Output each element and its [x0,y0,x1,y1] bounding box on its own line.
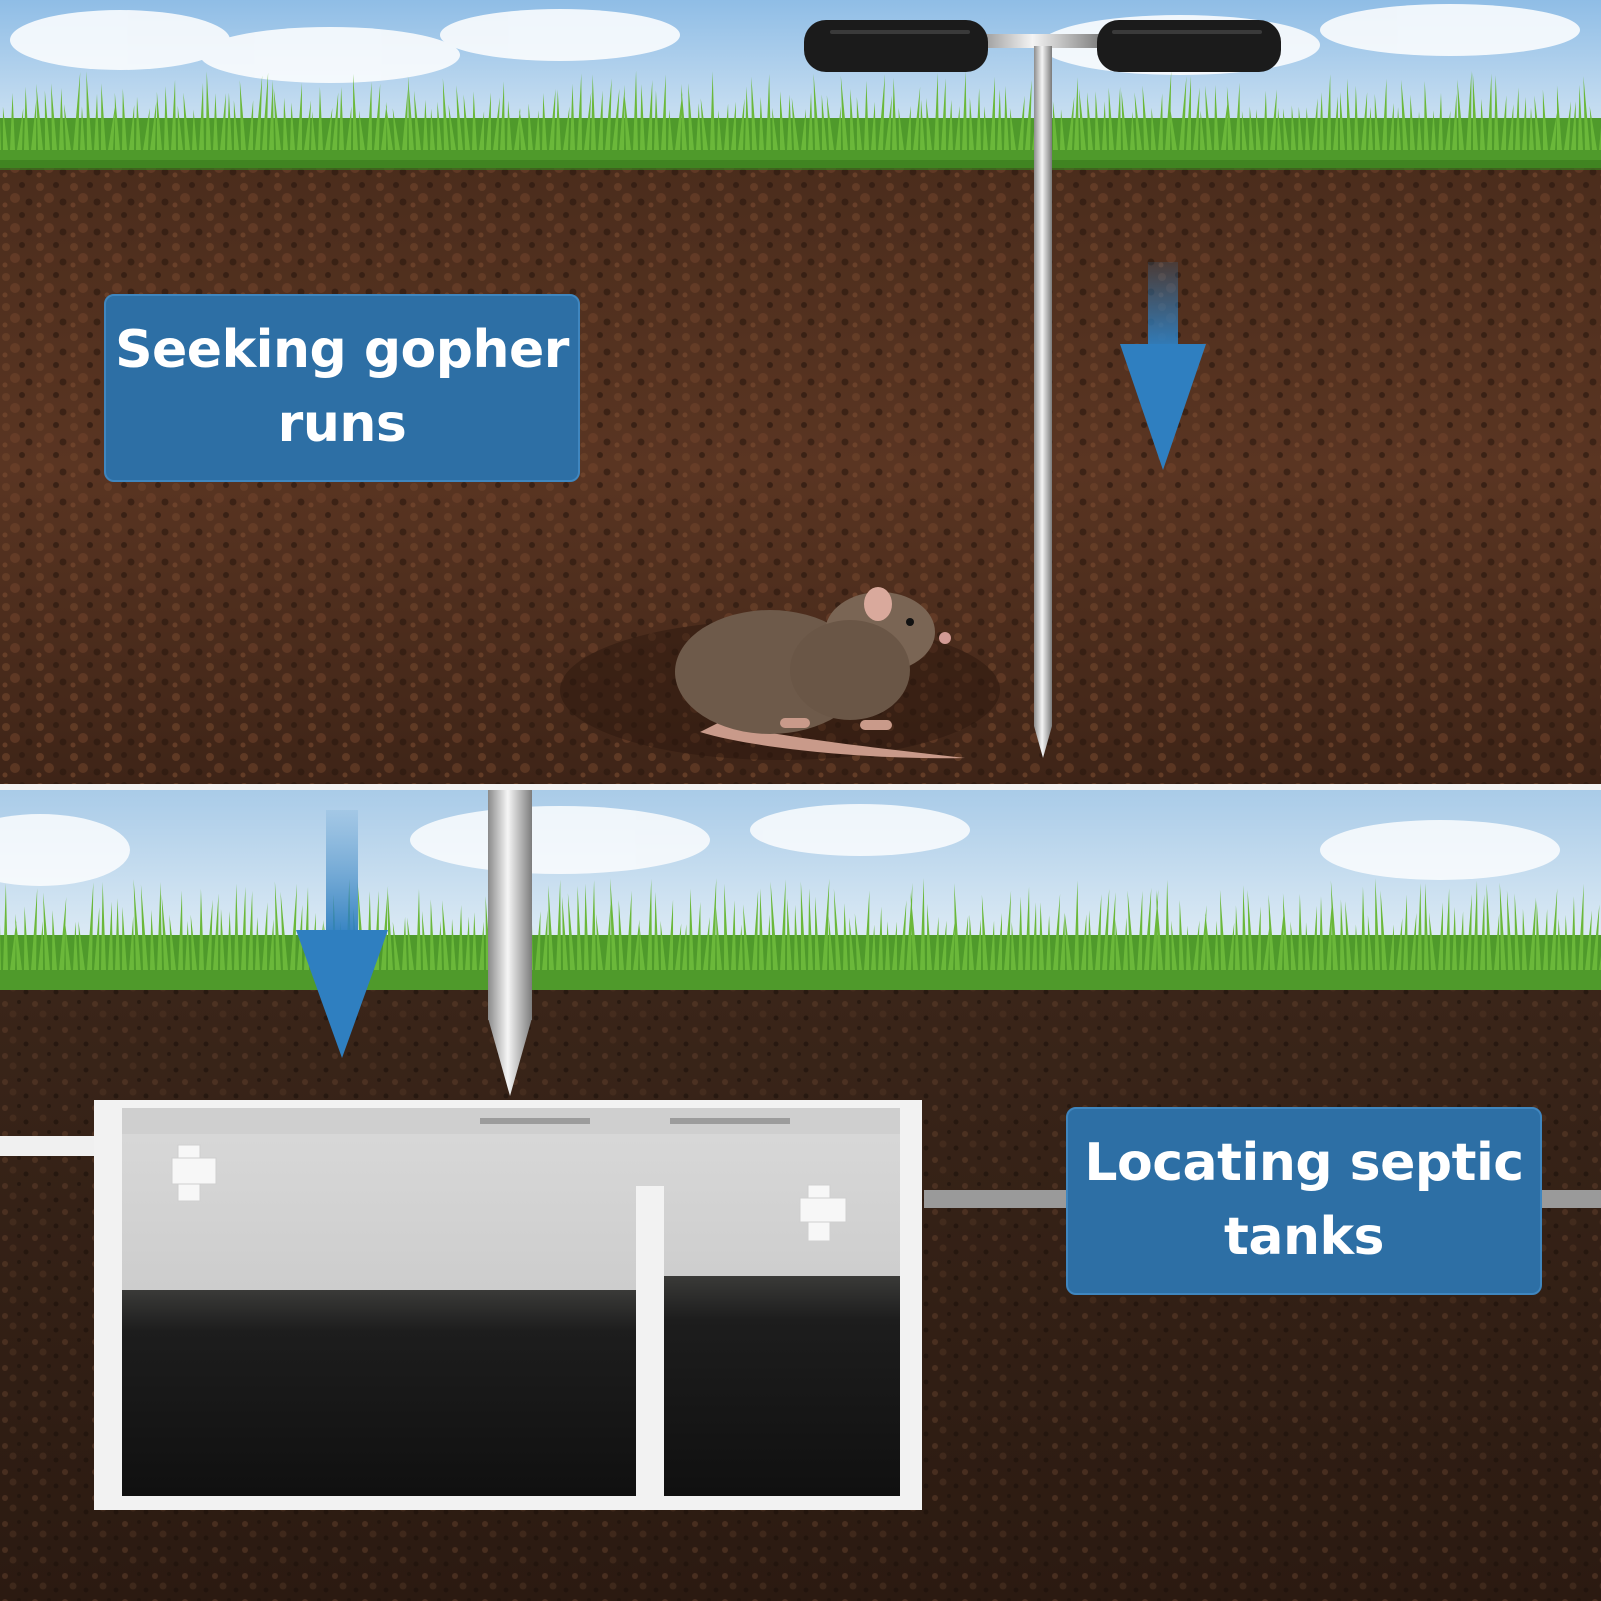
gopher-label-line-2: runs [277,394,407,454]
septic-label-line-1: Locating septic [1084,1133,1524,1194]
soil-probe-icon [488,790,532,1096]
inlet-pipe [0,1136,96,1156]
clouds [0,804,1560,886]
grass [0,935,1601,995]
down-arrow-icon [1120,262,1206,470]
soil-probe-icon [804,20,1281,758]
down-arrow-icon [296,810,388,1058]
gopher-icon [675,587,965,759]
tank-baffle [636,1186,664,1496]
septic-tanks-label: Locating septic tanks [1066,1107,1542,1295]
septic-panel: Locating septic tanks [0,790,1601,1601]
gopher-panel: Seeking gopher runs [0,0,1601,784]
gopher-label-line-1: Seeking gopher [115,320,569,381]
grass-base [0,160,1601,170]
panel-divider [0,784,1601,790]
grass-blades [0,878,1601,970]
septic-label-line-2: tanks [1224,1207,1385,1267]
septic-tank-icon [94,1100,922,1510]
gopher-runs-label: Seeking gopher runs [104,294,580,482]
grass-blades [0,70,1601,150]
